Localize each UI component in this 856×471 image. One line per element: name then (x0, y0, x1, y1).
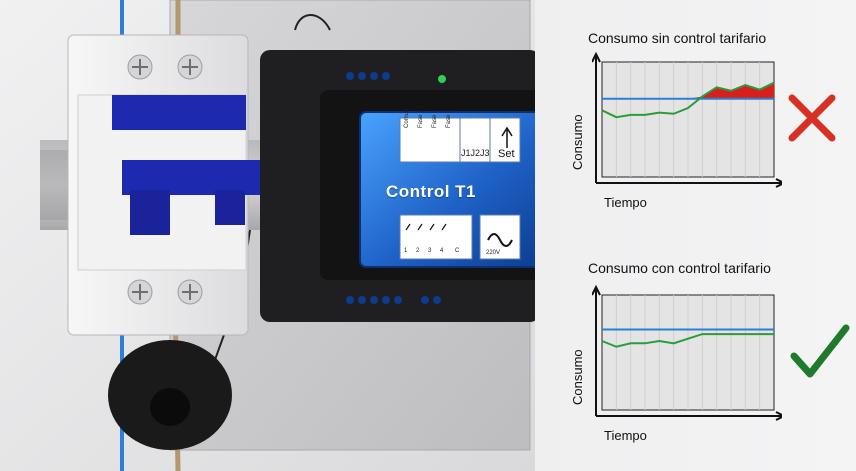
device-name: Control T1 (386, 182, 476, 201)
terminal-bottom-4: 4 (440, 248, 444, 254)
terminal-bottom-1: 1 (404, 248, 408, 254)
y-axis-label-top: Consumo (570, 114, 585, 170)
terminal-label-fase-3: Fase 3 (446, 109, 452, 128)
jumpers-label: J1J2J3 (461, 148, 490, 158)
consumption-line (601, 81, 775, 119)
terminal-bottom-c: C (455, 248, 460, 254)
terminal-label-fase-2: Fase 2 (432, 109, 438, 128)
terminal-label-fase-1: Fase 1 (418, 109, 424, 128)
terminal-bottom-3: 3 (428, 248, 432, 254)
consumption-line (601, 333, 774, 348)
chart-title-top: Consumo sin control tarifario (588, 30, 767, 46)
supply-label: 220V (486, 250, 501, 256)
chart-title-bottom: Consumo con control tarifario (588, 260, 771, 276)
device-illustration (0, 0, 535, 471)
set-label: Set (498, 148, 515, 160)
cross-icon (788, 94, 836, 142)
x-axis-label-top: Tiempo (604, 195, 647, 210)
chart-top (592, 52, 782, 188)
axes (592, 285, 782, 421)
terminal-bottom-2: 2 (416, 248, 420, 254)
excess-area (602, 82, 774, 99)
y-axis-label-bottom: Consumo (570, 349, 585, 405)
x-axis-label-bottom: Tiempo (604, 428, 647, 443)
axes (592, 52, 782, 188)
check-icon (790, 324, 850, 378)
chart-bottom (592, 285, 782, 421)
terminal-label-comun: Comun (404, 108, 410, 128)
